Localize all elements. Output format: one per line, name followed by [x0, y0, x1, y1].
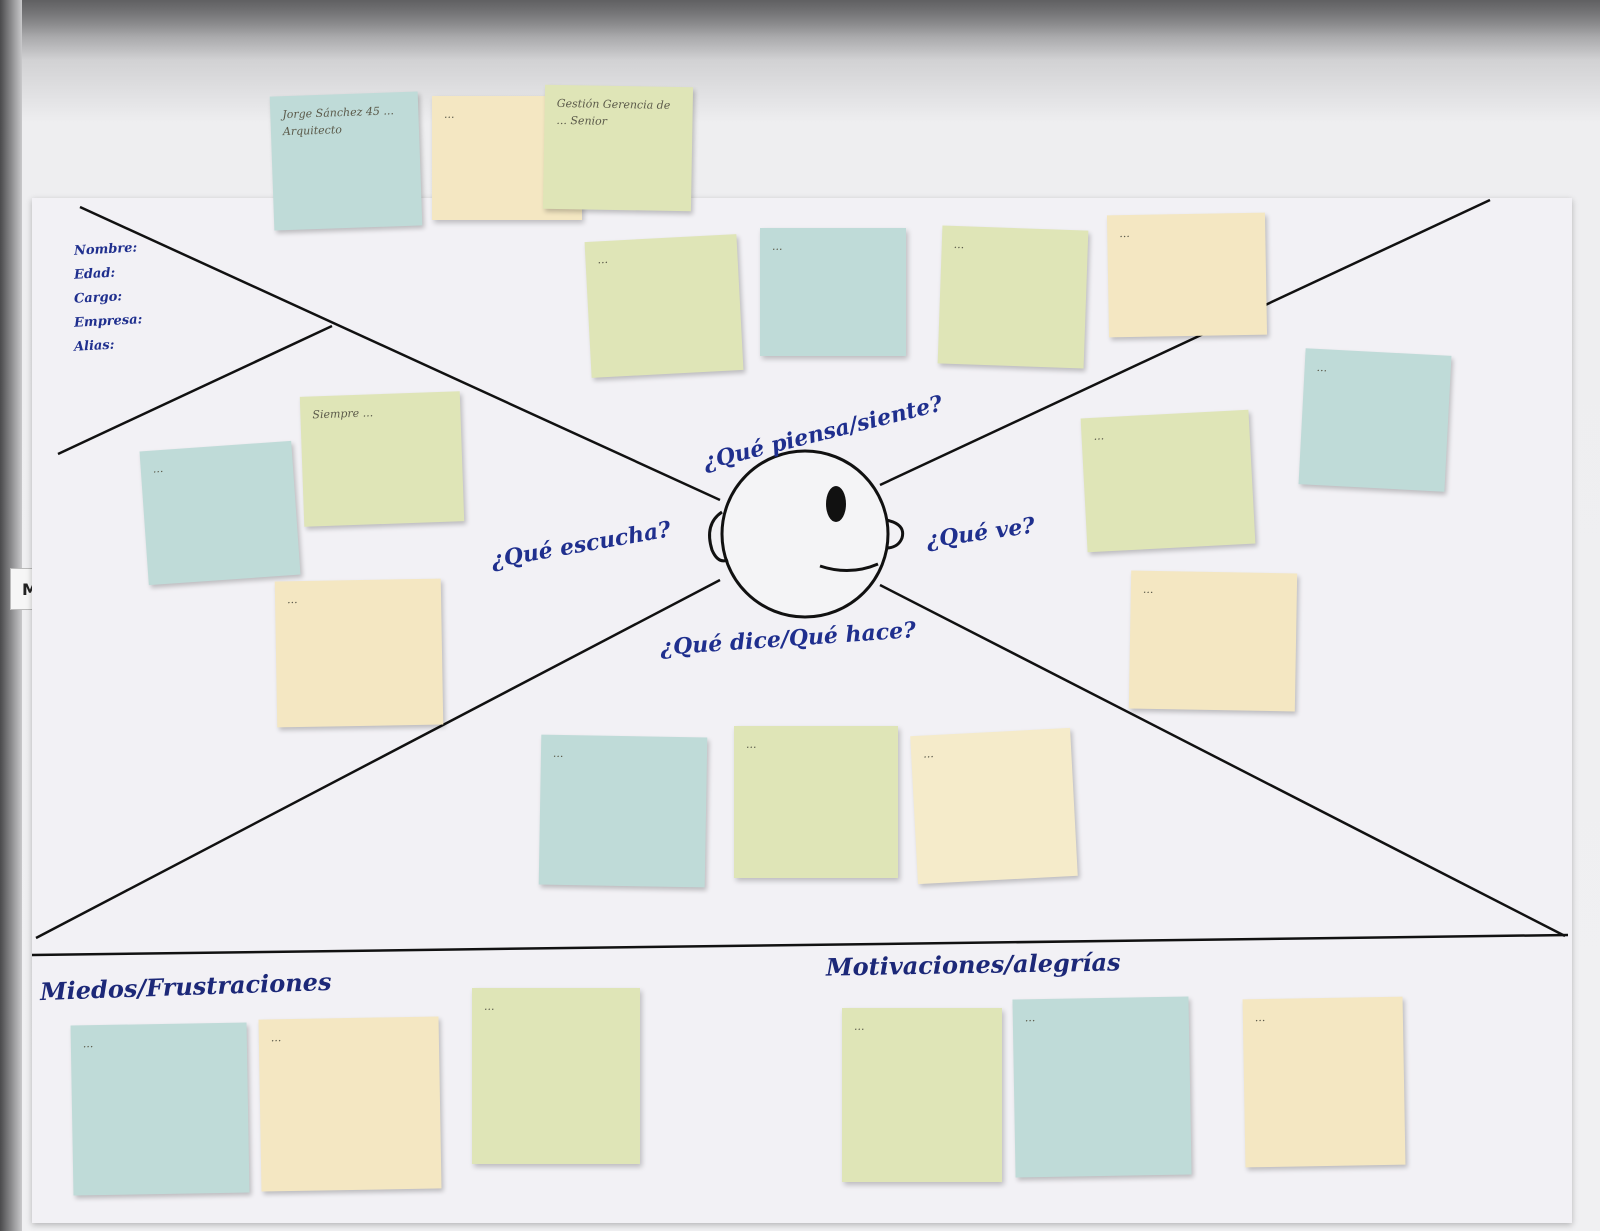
- note-text: Gestión Gerencia de ... Senior: [556, 96, 671, 128]
- sticky-note: ...: [734, 726, 898, 878]
- sticky-note: ...: [70, 1022, 250, 1196]
- sticky-note: ...: [258, 1016, 442, 1192]
- note-text: ...: [484, 1000, 495, 1013]
- note-text: Jorge Sánchez 45 ... Arquitecto: [282, 104, 395, 139]
- sticky-note: ...: [1106, 212, 1268, 338]
- note-text: ...: [953, 237, 965, 252]
- sticky-note: ...: [1012, 996, 1192, 1178]
- sticky-note: ...: [584, 234, 744, 378]
- persona-field-labels: Nombre: Edad: Cargo: Empresa: Alias:: [73, 238, 143, 358]
- sticky-note: ...: [274, 578, 444, 728]
- note-text: ...: [746, 738, 757, 751]
- sticky-note: Gestión Gerencia de ... Senior: [542, 84, 694, 212]
- sticky-note: ...: [538, 734, 708, 888]
- sticky-note: ...: [937, 225, 1089, 369]
- note-text: ...: [1316, 360, 1328, 375]
- label-nombre: Nombre:: [73, 240, 138, 259]
- label-cargo: Cargo:: [73, 289, 123, 307]
- sticky-note: ...: [139, 440, 301, 586]
- sticky-note: ...: [1298, 348, 1452, 492]
- note-text: ...: [1024, 1011, 1036, 1025]
- sticky-note: ...: [1080, 409, 1256, 553]
- label-empresa: Empresa:: [73, 312, 143, 331]
- note-text: ...: [270, 1031, 282, 1045]
- note-text: ...: [597, 252, 609, 267]
- sticky-note: ...: [910, 727, 1078, 885]
- sticky-note: ...: [472, 988, 640, 1164]
- note-text: ...: [1254, 1011, 1266, 1025]
- sticky-note: Jorge Sánchez 45 ... Arquitecto: [269, 91, 423, 231]
- note-text: ...: [82, 1037, 94, 1051]
- section-gains-title: Motivaciones/alegrías: [825, 947, 1121, 982]
- note-text: ...: [552, 746, 564, 760]
- label-alias: Alias:: [73, 337, 115, 355]
- sticky-note: ...: [760, 228, 906, 356]
- persona-face-drawing: [708, 449, 905, 619]
- note-text: ...: [1142, 582, 1154, 596]
- note-text: ...: [286, 593, 298, 607]
- note-text: ...: [1119, 226, 1130, 241]
- label-edad: Edad:: [73, 265, 116, 283]
- wall-edge: [0, 0, 22, 1231]
- note-text: ...: [1093, 429, 1105, 443]
- note-text: ...: [772, 240, 783, 253]
- note-text: ...: [854, 1020, 865, 1033]
- note-text: ...: [922, 747, 935, 761]
- note-text: ...: [152, 461, 164, 476]
- note-text: Siempre ...: [312, 406, 374, 422]
- sticky-note: ...: [842, 1008, 1002, 1182]
- sticky-note: ...: [1128, 570, 1298, 712]
- wall-shadow: [0, 0, 1600, 60]
- sticky-note: Siempre ...: [299, 391, 465, 527]
- note-text: ...: [444, 108, 455, 121]
- sticky-note: ...: [1242, 996, 1406, 1168]
